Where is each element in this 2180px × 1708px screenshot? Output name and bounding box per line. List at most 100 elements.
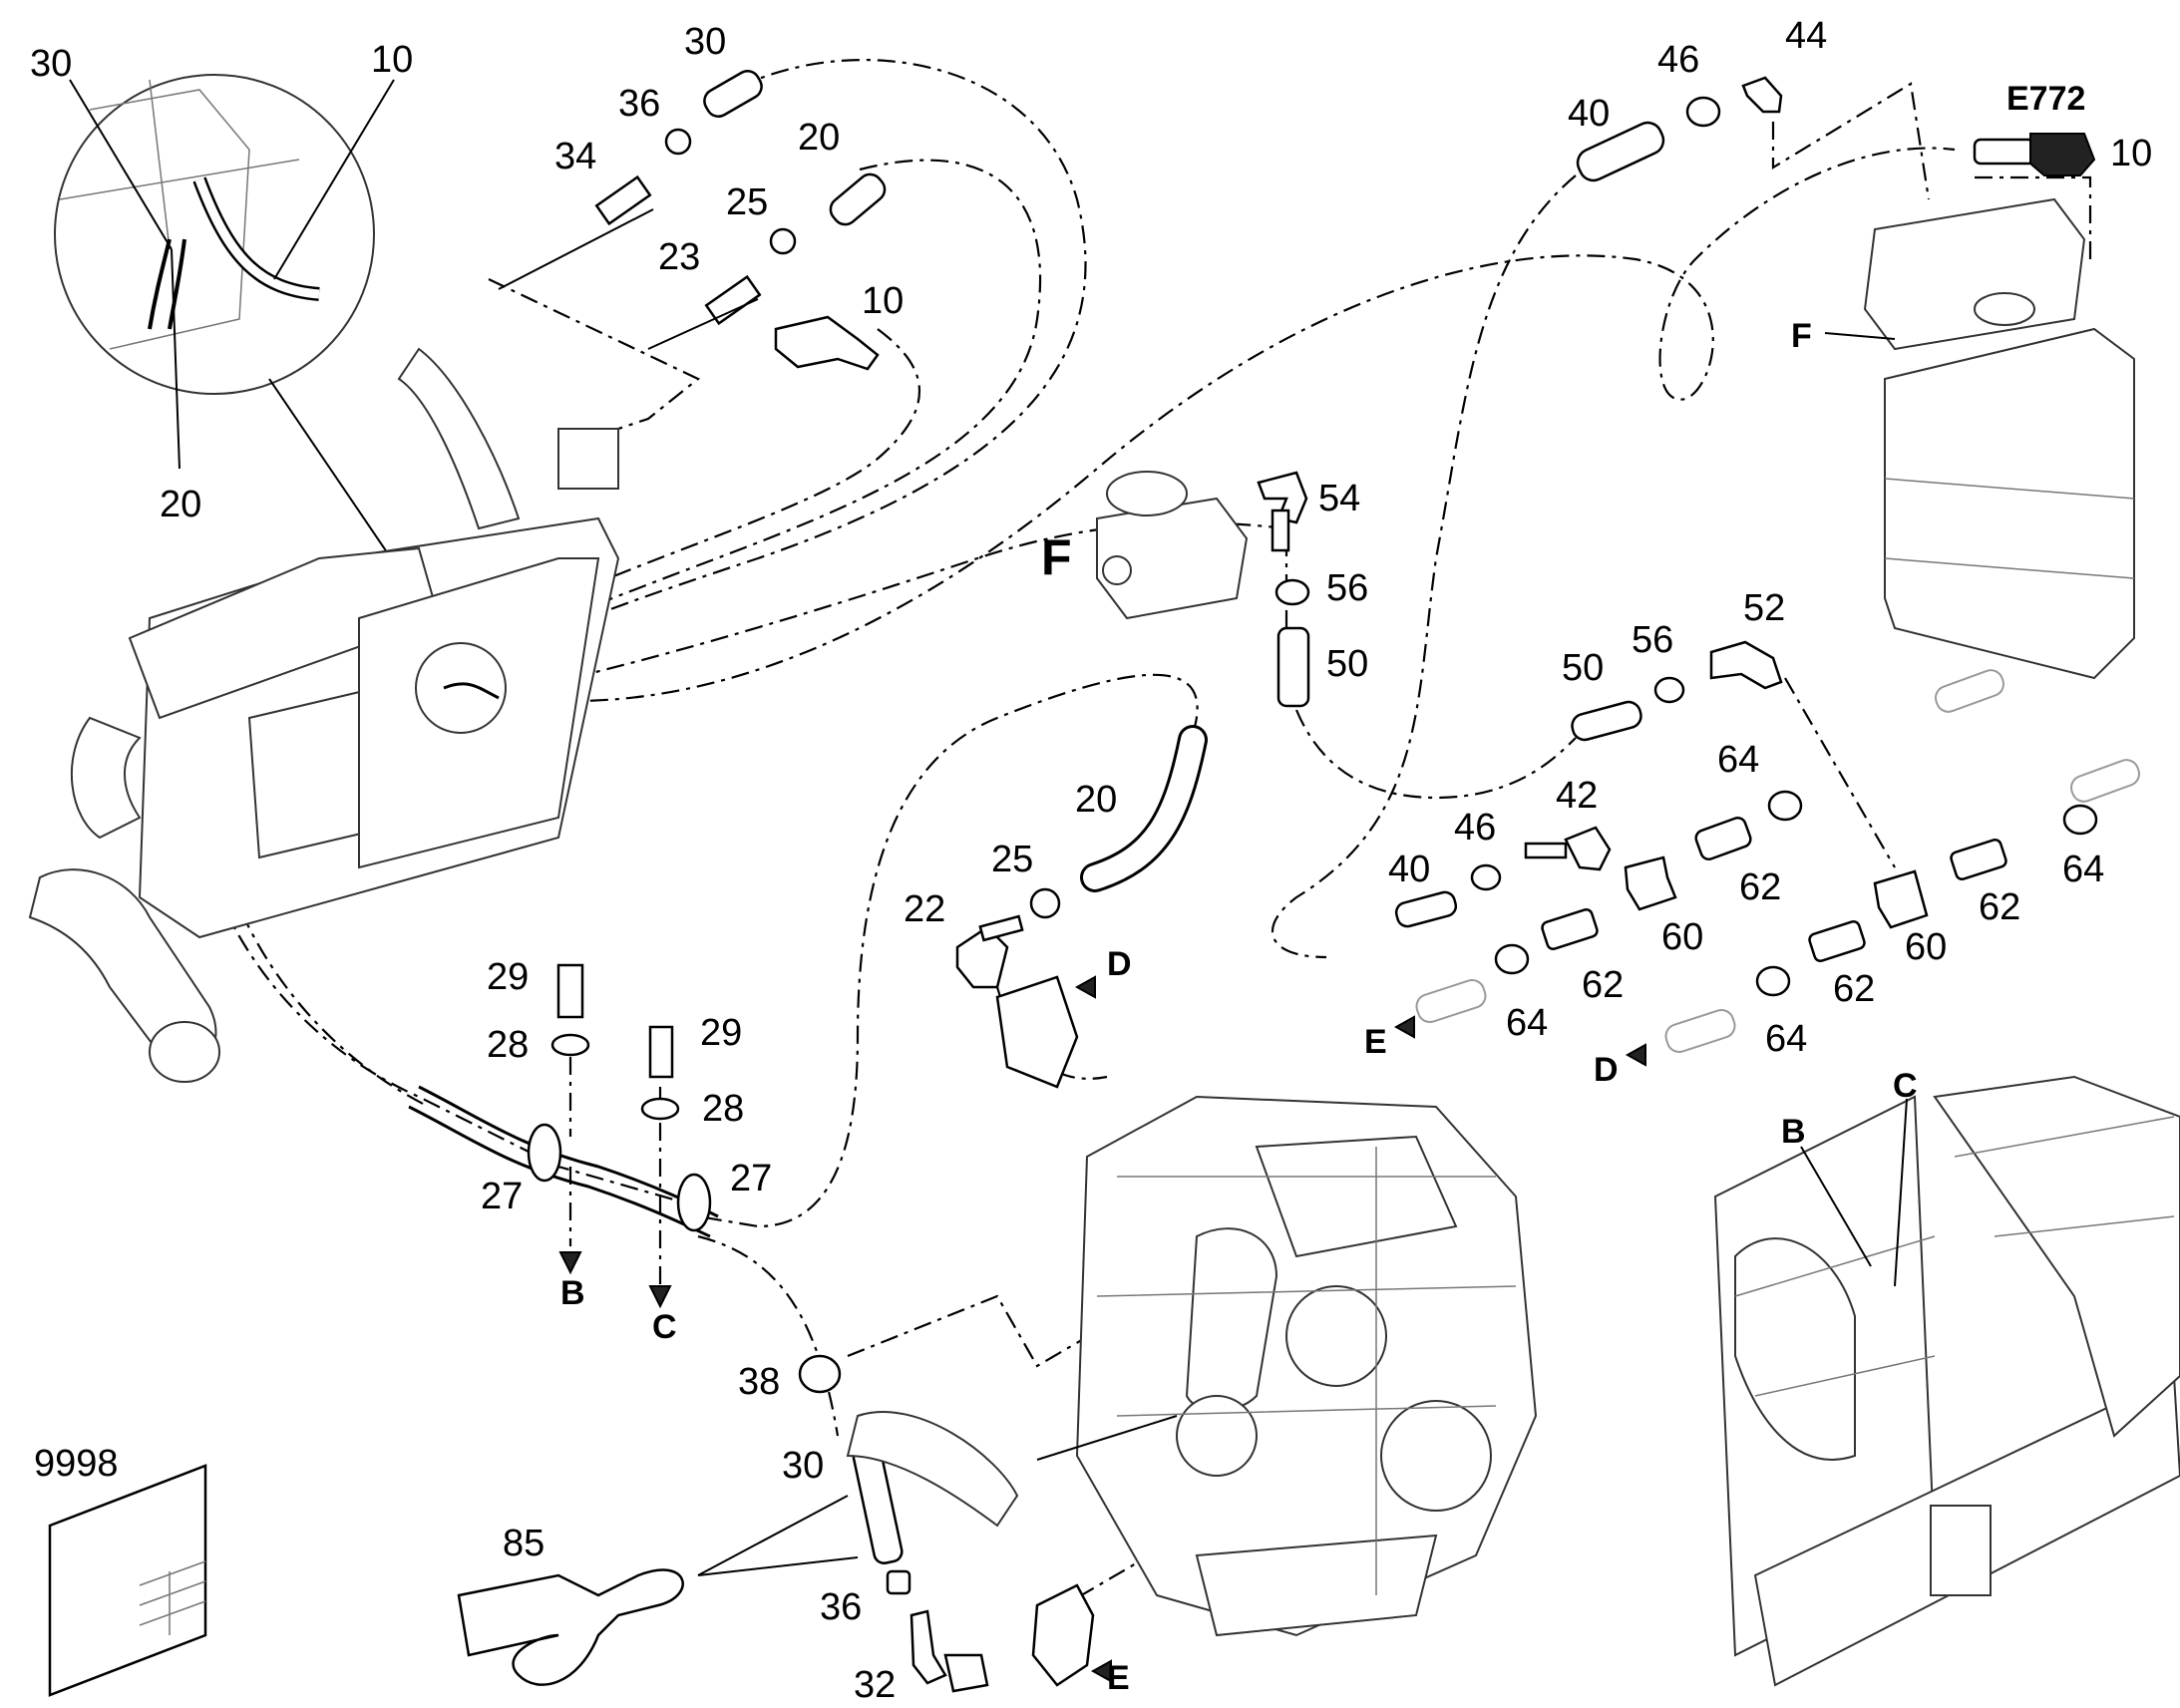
- callout-r-64a: 64: [1717, 739, 1759, 781]
- heater-connector-block: [557, 428, 619, 490]
- part-r-64d-clamp: [1755, 965, 1791, 997]
- part-k-28b-washer: [640, 1097, 680, 1121]
- callout-t-E772: E772: [2006, 80, 2085, 118]
- part-k-28a-washer: [550, 1033, 590, 1057]
- leader-f-C: [1894, 1098, 1908, 1287]
- route-hose-50: [1294, 709, 1577, 800]
- leader-u-23: [647, 298, 759, 350]
- part-b-38-clamp: [798, 1354, 842, 1394]
- callout-v-50: 50: [1326, 643, 1368, 685]
- detail-circle-outline: [54, 74, 375, 395]
- clamp-hose-bundle-b: [408, 1105, 711, 1238]
- part-r-62b-nipple: [1541, 907, 1599, 951]
- callout-k-27b: 27: [730, 1158, 772, 1199]
- frame-detail-lines: [1734, 1116, 2175, 1397]
- callout-c-20: 20: [160, 484, 201, 525]
- callout-r-40: 40: [1388, 849, 1430, 890]
- ghost-hose-right: [2070, 759, 2140, 803]
- part-v-56-clamp: [1274, 578, 1310, 606]
- ghost-hose-E: [1415, 978, 1487, 1024]
- part-t-E772-connector: [2029, 133, 2096, 176]
- part-u-25-clamp: [769, 227, 797, 255]
- part-r-42-stem: [1524, 842, 1568, 859]
- part-b-9998-label: [48, 1464, 207, 1697]
- callout-c-10: 10: [371, 39, 413, 81]
- arrow-b-E: [1090, 1659, 1112, 1683]
- part-t-40-hose: [1576, 121, 1665, 182]
- leader-u-34: [498, 208, 654, 290]
- part-v-50-hose: [1276, 626, 1310, 708]
- heater-hose-lower: [846, 1411, 1019, 1528]
- callout-k-29b: 29: [700, 1012, 742, 1054]
- part-r-42-elbow: [1564, 826, 1612, 871]
- callout-r-52: 52: [1743, 587, 1785, 629]
- callout-u-23: 23: [658, 236, 700, 278]
- callout-f-B: B: [1781, 1113, 1806, 1151]
- part-u-23-fitting: [704, 274, 762, 326]
- part-r-40-hose: [1394, 890, 1458, 928]
- part-r-64a-clamp: [1767, 790, 1803, 822]
- heater-marker-hose: [443, 682, 500, 700]
- callout-m-20: 20: [1075, 779, 1117, 821]
- part-v-54-stem: [1271, 509, 1290, 552]
- part-k-27a-clamp: [527, 1123, 562, 1183]
- part-r-46-clamp: [1470, 863, 1502, 891]
- tank-group: [1576, 76, 2135, 680]
- callout-u-10: 10: [862, 280, 904, 322]
- route-tank-loop: [518, 147, 1956, 703]
- callout-v-54: 54: [1318, 478, 1360, 519]
- tank-strap-1: [1884, 478, 2135, 500]
- leader-b-85-b: [697, 1556, 859, 1576]
- callout-r-56: 56: [1632, 619, 1673, 661]
- callout-r-46: 46: [1454, 807, 1496, 849]
- heater-top: [128, 546, 441, 720]
- route-hose-30-lower: [697, 1234, 840, 1437]
- callout-r-E: E: [1364, 1023, 1387, 1061]
- route-hose-20-middle: [697, 673, 1199, 1228]
- callout-v-56: 56: [1326, 567, 1368, 609]
- callout-r-64d: 64: [1765, 1018, 1807, 1060]
- valve-F-body: [1096, 497, 1249, 620]
- tank-body: [1884, 327, 2135, 680]
- part-b-valve: [1031, 1583, 1095, 1687]
- part-r-64c-clamp: [2062, 804, 2098, 836]
- callout-k-29a: 29: [487, 956, 529, 998]
- callout-b-9998: 9998: [34, 1443, 119, 1485]
- ghost-hose-D: [1664, 1008, 1736, 1054]
- route-fitting-44-tank: [1771, 82, 1931, 200]
- heater-outlet-duct: [397, 347, 521, 530]
- part-r-60a-tee: [1624, 855, 1677, 911]
- part-m-20-hose-inner: [1083, 728, 1205, 889]
- part-r-62d-nipple: [1808, 919, 1866, 963]
- engine-head: [1255, 1135, 1458, 1258]
- route-valve-F: [478, 521, 1287, 700]
- route-E772-tank: [1975, 175, 2092, 259]
- route-hose-30-upper: [468, 58, 1087, 679]
- part-t-44-fitting: [1741, 76, 1783, 114]
- bottom-fittings: [48, 1354, 1178, 1697]
- callout-m-25: 25: [991, 839, 1033, 880]
- callout-t-40: 40: [1568, 93, 1610, 135]
- engine-alternator: [1176, 1395, 1258, 1477]
- callout-v-F: F: [1041, 529, 1072, 585]
- part-b-85-cable-tie: [457, 1568, 684, 1686]
- callout-labels: 30 10 20 30 36 34 20 25 23 10 F 54 56 50…: [30, 15, 2152, 1706]
- part-b-36-clamp: [886, 1569, 911, 1595]
- callout-b-38: 38: [738, 1361, 780, 1403]
- callout-u-30: 30: [684, 21, 726, 63]
- callout-u-20: 20: [798, 117, 840, 159]
- valve-F-port: [1102, 555, 1132, 585]
- leader-c-20: [171, 248, 181, 470]
- right-fittings: [1393, 640, 2140, 1067]
- route-to-circle-detail: [488, 278, 701, 451]
- valve-F-group: [1096, 471, 1310, 708]
- leader-t-F: [1824, 332, 1896, 340]
- callout-k-28a: 28: [487, 1024, 529, 1066]
- callout-r-60a: 60: [1661, 916, 1703, 958]
- callout-b-30: 30: [782, 1445, 824, 1487]
- callout-t-44: 44: [1785, 15, 1827, 57]
- route-52-60: [1784, 677, 1896, 868]
- detail-hose-10-inner: [194, 177, 320, 299]
- part-b-9998-label-grid: [139, 1560, 206, 1635]
- heater-assembly: [28, 347, 620, 1083]
